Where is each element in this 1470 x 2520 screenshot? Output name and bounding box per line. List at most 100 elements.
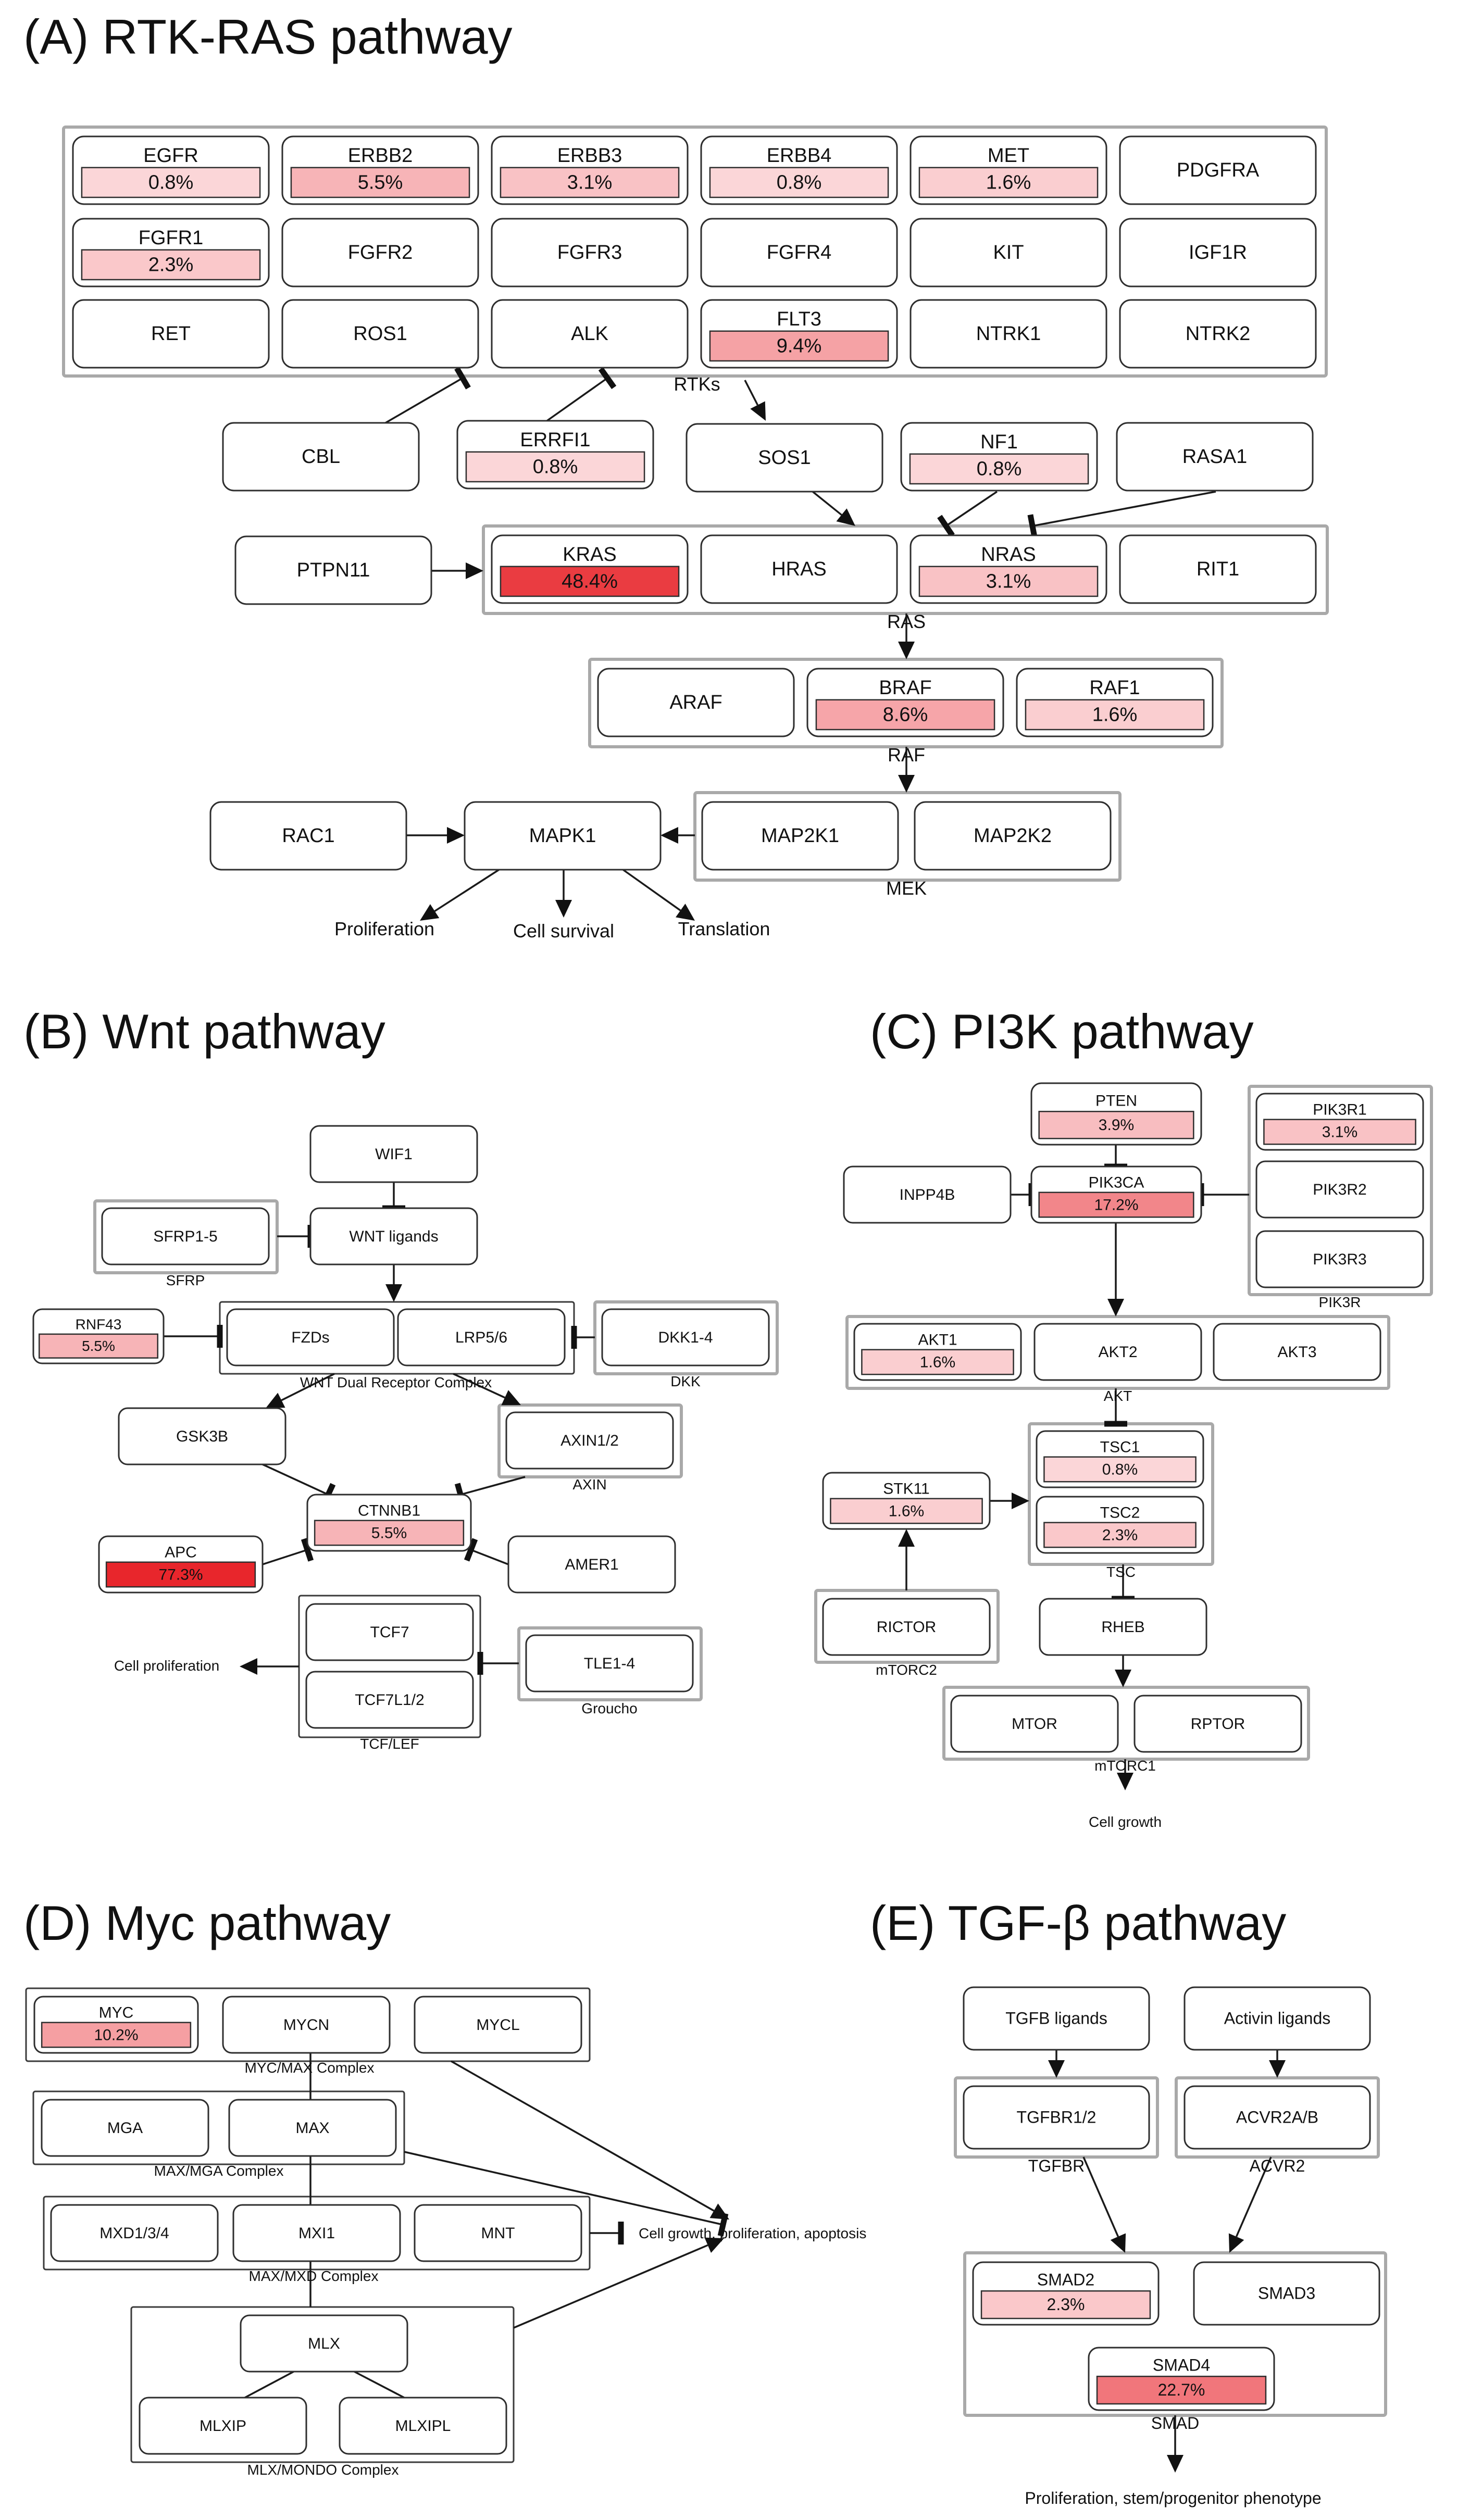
group-label: RAF: [888, 744, 925, 766]
alteration-frequency-box: [909, 453, 1089, 485]
arrow-head: [1117, 1773, 1133, 1790]
gene-node-kit: KIT: [910, 218, 1107, 287]
inhibitor-bar: [598, 367, 617, 390]
group-axin: [497, 1403, 683, 1478]
alteration-frequency: 1.6%: [986, 171, 1031, 193]
gene-node-axin1-2: AXIN1/2: [505, 1411, 674, 1470]
inhibitor-bar: [717, 2213, 729, 2237]
gene-node-ptpn11: PTPN11: [234, 535, 432, 605]
gene-node-tgfb-ligands: TGFB ligands: [963, 1986, 1150, 2051]
gene-node-akt1: AKT1 1.6%: [853, 1323, 1022, 1381]
gene-node-mnt: MNT: [414, 2204, 582, 2262]
alteration-frequency-box: [39, 1333, 158, 1359]
gene-label: TLE1-4: [584, 1655, 635, 1672]
group-label: WNT Dual Receptor Complex: [300, 1374, 492, 1390]
group-label: SMAD: [1151, 2414, 1199, 2433]
arrow-head: [750, 401, 766, 421]
gene-node-araf: ARAF: [597, 668, 795, 737]
gene-label: ERBB3: [557, 145, 622, 167]
gene-label: WIF1: [375, 1146, 413, 1163]
gene-label: PTEN: [1095, 1092, 1137, 1109]
alteration-frequency-box: [918, 167, 1099, 198]
gene-label: FGFR2: [348, 242, 413, 264]
gene-label: IGF1R: [1189, 242, 1247, 264]
alteration-frequency-box: [709, 330, 889, 362]
gene-label: MAP2K1: [761, 825, 839, 847]
inhibition-edge: [477, 1652, 519, 1675]
inhibition-edge: [277, 1225, 314, 1248]
alteration-frequency: 77.3%: [158, 1566, 203, 1583]
alteration-frequency: 5.5%: [371, 1524, 407, 1541]
gene-node-tle1-4: TLE1-4: [525, 1634, 694, 1692]
gene-node-pten: PTEN 3.9%: [1030, 1082, 1202, 1146]
arrow-head: [676, 904, 695, 921]
gene-label: SMAD4: [1153, 2355, 1210, 2374]
gene-label: NTRK1: [976, 323, 1041, 345]
inhibition-edge: [1011, 1183, 1035, 1206]
gene-node-fzds: FZDs: [226, 1308, 395, 1366]
gene-node-erbb3: ERBB3 3.1%: [491, 135, 689, 205]
output-cell-proliferation: Cell proliferation: [114, 1658, 219, 1674]
alteration-frequency-box: [980, 2290, 1151, 2320]
activation-edge: [1269, 2050, 1286, 2078]
activation-edge: [1115, 1655, 1131, 1687]
activation-edge: [555, 870, 572, 918]
gene-label: AKT3: [1277, 1344, 1316, 1361]
alteration-frequency-box: [918, 566, 1099, 597]
inhibition-edge: [590, 2222, 624, 2245]
gene-node-mtor: MTOR: [950, 1695, 1119, 1753]
arrow-head: [466, 562, 483, 579]
activation-edge: [420, 869, 500, 921]
inhibitor-bar: [937, 515, 955, 537]
gene-node-rheb: RHEB: [1039, 1598, 1207, 1656]
gene-label: ACVR2A/B: [1236, 2108, 1318, 2126]
group-label: ACVR2: [1250, 2157, 1305, 2175]
inhibition-edge: [404, 2151, 729, 2237]
gene-node-fgfr2: FGFR2: [281, 218, 479, 287]
gene-label: FZDs: [291, 1329, 329, 1346]
gene-label: AKT1: [918, 1331, 957, 1348]
gene-label: RAF1: [1089, 677, 1140, 699]
alteration-frequency: 10.2%: [94, 2026, 138, 2043]
alteration-frequency-box: [1038, 1111, 1194, 1139]
gene-label: MAX: [295, 2120, 329, 2137]
activation-edge: [1107, 1223, 1124, 1317]
inhibition-edge: [382, 1182, 405, 1211]
arrow-head: [898, 1529, 915, 1547]
alteration-frequency-box: [830, 1498, 983, 1524]
alteration-frequency: 9.4%: [777, 335, 822, 357]
gene-label: WNT ligands: [349, 1228, 438, 1245]
activation-edge: [1048, 2050, 1065, 2078]
activation-edge: [385, 1264, 402, 1302]
group-mek: [693, 791, 1122, 882]
gene-node-akt2: AKT2: [1033, 1323, 1202, 1381]
alteration-frequency-box: [815, 699, 995, 731]
gene-label: MAP2K2: [974, 825, 1052, 847]
gene-label: MXD1/3/4: [99, 2225, 169, 2242]
alteration-frequency: 1.6%: [920, 1353, 955, 1371]
gene-node-akt3: AKT3: [1213, 1323, 1381, 1381]
gene-label: ERBB4: [767, 145, 832, 167]
gene-node-igf1r: IGF1R: [1119, 218, 1317, 287]
edges: [164, 367, 1286, 2473]
alteration-frequency: 22.7%: [1158, 2380, 1205, 2399]
gene-label: ROS1: [353, 323, 407, 345]
group-max-mga: [32, 2090, 405, 2165]
group-label: Groucho: [581, 1700, 637, 1716]
gene-node-sos1: SOS1: [686, 423, 883, 493]
alteration-frequency: 3.1%: [567, 171, 613, 193]
gene-node-rit1: RIT1: [1119, 534, 1317, 604]
alteration-frequency-box: [1043, 1456, 1197, 1483]
alteration-frequency: 3.1%: [986, 570, 1031, 592]
arrow-head: [898, 775, 915, 793]
gene-node-mycl: MYCL: [414, 1996, 582, 2054]
alteration-frequency: 3.9%: [1099, 1117, 1134, 1134]
